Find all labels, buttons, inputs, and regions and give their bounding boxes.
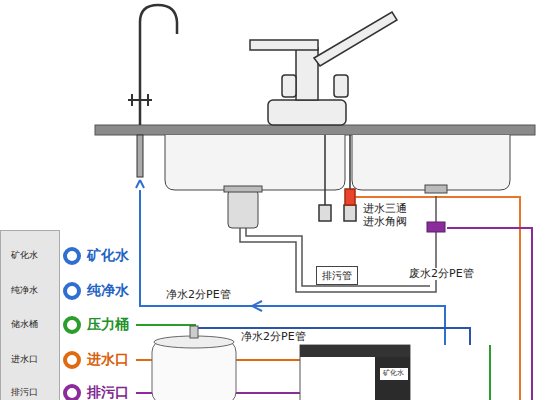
illustration-part (425, 185, 447, 193)
illustration-part (319, 205, 331, 221)
illustration-part (246, 228, 430, 286)
illustration-part (95, 125, 535, 135)
illustration-part (314, 12, 397, 66)
pipe-label: 废水2分PE管 (408, 268, 475, 280)
part-label: 进水角阀 (362, 216, 408, 228)
illustration-part (427, 222, 445, 232)
main-faucet (250, 12, 397, 221)
illustration-part (375, 357, 410, 400)
illustration-part (198, 328, 470, 345)
illustration-part (190, 326, 198, 338)
box-text: 排污管 (322, 270, 352, 281)
countertop-and-sink (95, 125, 535, 232)
illustration-part (65, 353, 79, 367)
port-label: 矿化水 (86, 248, 130, 263)
panel-port-text: 纯净水 (11, 286, 38, 296)
illustration-part (140, 190, 445, 345)
illustration-part (352, 135, 510, 190)
illustration-part (252, 301, 262, 311)
port-label: 压力桶 (86, 317, 130, 332)
unit-print: 矿化水 (382, 370, 405, 378)
drain-pipes (240, 196, 436, 292)
illustration-part (136, 324, 196, 326)
panel-port-text: 矿化水 (11, 251, 38, 261)
illustration-part (447, 228, 532, 400)
panel-port-text: 进水口 (11, 355, 38, 365)
panel-port-text: 储水桶 (11, 320, 38, 330)
illustration-part (296, 48, 318, 100)
illustration-part (489, 345, 491, 400)
pipe-label: 净水2分PE管 (165, 289, 232, 301)
illustration-part (344, 205, 356, 221)
illustration-part (152, 340, 236, 400)
port-label: 排污口 (86, 385, 130, 400)
illustration-part (268, 100, 346, 125)
illustration-part (240, 196, 436, 292)
illustration-part (136, 180, 144, 188)
illustration-part (65, 284, 79, 298)
illustration-part (140, 5, 177, 125)
part-label: 进水三通 (362, 203, 408, 215)
illustration-part (345, 189, 355, 205)
illustration-part (65, 318, 79, 332)
port-panel: 矿化水纯净水储水桶进水口排污口 (0, 230, 60, 400)
illustration-part (224, 186, 262, 192)
illustration-part (65, 249, 79, 263)
illustration-part (128, 94, 152, 106)
pipe-label: 净水2分PE管 (240, 331, 307, 343)
port-label: 进水口 (86, 352, 130, 367)
illustration-part (334, 75, 348, 97)
port-label: 纯净水 (86, 283, 130, 298)
illustration-part (300, 345, 410, 400)
illustration-part (250, 40, 318, 50)
illustration-part (165, 135, 345, 190)
illustration-part (137, 135, 143, 177)
purifier-unit (300, 345, 410, 400)
pressure-tank (152, 326, 236, 400)
illustration-part (300, 345, 410, 357)
illustration-part (65, 386, 79, 400)
illustration-part (282, 75, 296, 97)
pure-water-tap (128, 5, 177, 177)
illustration-part (228, 190, 258, 228)
panel-port-text: 排污口 (11, 388, 38, 398)
illustration-part (380, 368, 408, 380)
drain-pipe-box: 排污管 (316, 266, 358, 285)
port-connectors (65, 249, 79, 400)
